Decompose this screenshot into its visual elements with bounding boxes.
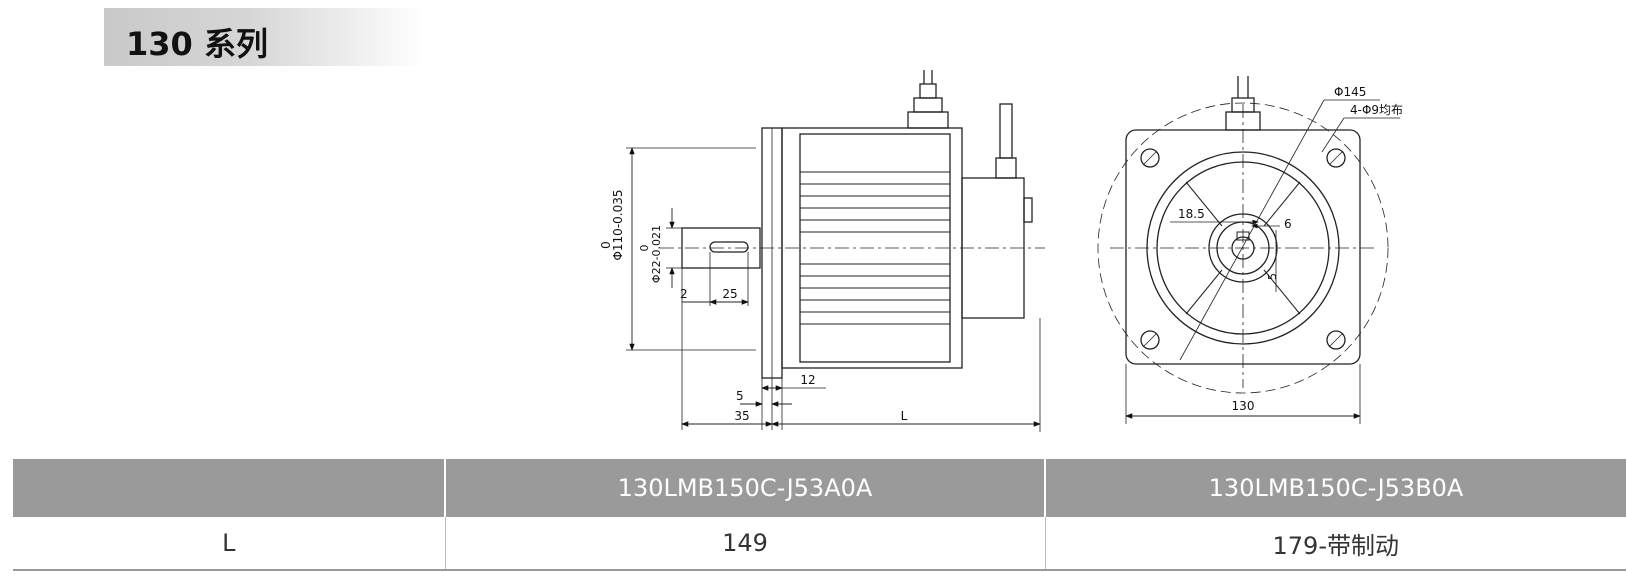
dim-5-keyway: 5 xyxy=(1266,273,1279,280)
dim-6: 6 xyxy=(1284,217,1292,231)
header-cell-parameter xyxy=(13,459,446,517)
cell-model-a-value: 149 xyxy=(445,517,1046,571)
dim-12: 12 xyxy=(800,373,815,387)
header-cell-model-a: 130LMB150C-J53A0A xyxy=(445,459,1046,517)
table-row: L 149 179-带制动 xyxy=(13,517,1626,571)
dim-35: 35 xyxy=(734,409,749,423)
front-view xyxy=(1097,76,1400,424)
spec-table: 130LMB150C-J53A0A 130LMB150C-J53B0A L 14… xyxy=(13,459,1626,571)
motor-dimension-drawing: 0 Φ110-0.035 0 Φ22-0.021 2 25 5 12 35 L xyxy=(599,70,1403,432)
dim-pcd: Φ145 xyxy=(1334,85,1366,99)
dim-flange-dia: Φ110-0.035 xyxy=(611,189,625,260)
cell-model-b-value: 179-带制动 xyxy=(1045,517,1626,571)
table-header-row: 130LMB150C-J53A0A 130LMB150C-J53B0A xyxy=(13,459,1626,517)
dim-5: 5 xyxy=(736,389,744,403)
dim-shaft-dia: Φ22-0.021 xyxy=(650,225,663,283)
cooling-fins xyxy=(800,171,950,325)
dim-shaft-dia-tol: 0 xyxy=(638,245,651,252)
dim-2: 2 xyxy=(680,287,688,301)
dim-L: L xyxy=(901,409,908,423)
side-view xyxy=(626,70,1045,432)
header-cell-model-b: 130LMB150C-J53B0A xyxy=(1045,459,1626,517)
dim-18-5: 18.5 xyxy=(1178,207,1205,221)
series-title: 130 系列 xyxy=(126,25,268,63)
cell-parameter-name: L xyxy=(13,517,446,571)
dim-130: 130 xyxy=(1232,399,1255,413)
series-title-banner: 130 系列 xyxy=(104,8,424,66)
dim-flange-dia-tol: 0 xyxy=(599,241,613,249)
dim-holes: 4-Φ9均布 xyxy=(1350,103,1403,117)
dim-25: 25 xyxy=(722,287,737,301)
